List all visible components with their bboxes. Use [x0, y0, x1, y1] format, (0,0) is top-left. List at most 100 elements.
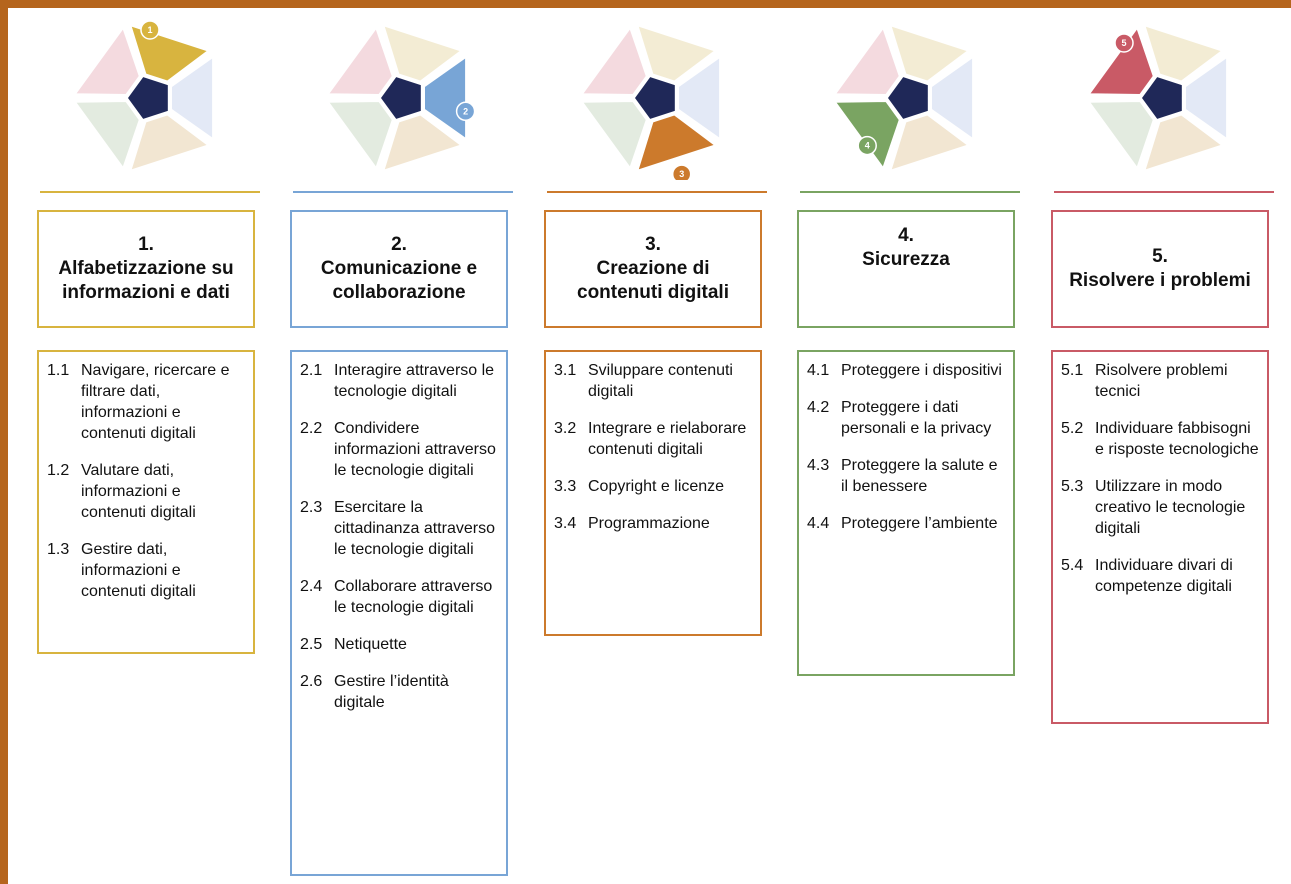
pentagon-segment-2 [677, 55, 722, 141]
pentagon-segment-1 [889, 24, 970, 83]
area-divider [547, 191, 767, 193]
area-title-number: 2. [391, 234, 407, 255]
competence-text: Navigare, ricercare e filtrare dati, inf… [81, 362, 230, 442]
pentagon-center [1142, 77, 1182, 119]
area-title-number: 3. [645, 234, 661, 255]
competence-pentagon-icon: 1 [75, 20, 215, 172]
area-title-text: Comunicazione e collaborazione [320, 258, 478, 303]
area-number-badge [140, 20, 160, 40]
competence-number: 3.3 [554, 478, 577, 495]
competence-number: 4.3 [807, 457, 830, 474]
competence-text: Esercitare la cittadinanza attraverso le… [334, 499, 495, 558]
competence-item: 1.1 Navigare, ricercare e filtrare dati, … [47, 360, 245, 444]
competence-text: Proteggere la salute e il benessere [841, 457, 998, 495]
competence-number: 5.4 [1061, 557, 1084, 574]
competence-item: 1.3 Gestire dati, informazioni e contenut… [47, 539, 245, 602]
competence-number: 3.4 [554, 515, 577, 532]
area-number-badge-label: 1 [147, 25, 152, 35]
competence-number: 2.3 [300, 499, 323, 516]
competence-item: 4.3 Proteggere la salute e il benessere [807, 455, 1005, 497]
pentagon-segment-3 [129, 113, 210, 172]
area-number-badge-label: 3 [679, 169, 684, 179]
area-title-number: 1. [138, 234, 154, 255]
area-title-text: Creazione di contenuti digitali [577, 258, 729, 303]
area-title-number: 5. [1152, 246, 1168, 267]
area-number-badge-label: 4 [865, 141, 870, 151]
pentagon-center [381, 77, 421, 119]
area-title-box: 2. Comunicazione e collaborazione [290, 210, 508, 328]
competence-number: 1.3 [47, 541, 70, 558]
pentagon-segment-4 [582, 100, 648, 170]
competence-number: 5.3 [1061, 478, 1084, 495]
pentagon-center [128, 77, 168, 119]
area-title-number: 4. [898, 225, 914, 246]
area-title-box: 1.Alfabetizzazione su informazioni e dat… [37, 210, 255, 328]
area-divider [800, 191, 1020, 193]
area-number-badge [1114, 33, 1134, 53]
area-number-badge-label: 2 [463, 106, 468, 116]
frame-top-border [0, 0, 1291, 8]
competence-text: Copyright e licenze [588, 478, 725, 495]
competence-list: 1.1 Navigare, ricercare e filtrare dati, … [37, 350, 255, 654]
competence-text: Proteggere i dispositivi [841, 362, 1002, 379]
competence-text: Gestire l’identità digitale [334, 673, 449, 711]
area-divider [40, 191, 260, 193]
competence-pentagon-icon: 2 [328, 24, 476, 172]
area-title-box: 5. Risolvere i problemi [1051, 210, 1269, 328]
pentagon-segment-2 [930, 55, 975, 141]
competence-number: 2.6 [300, 673, 323, 690]
area-title: 4. Sicurezza [862, 224, 950, 272]
competence-item: 2.3 Esercitare la cittadinanza attraverso… [300, 497, 498, 560]
pentagon-segment-3 [889, 113, 970, 172]
competence-text: Netiquette [334, 636, 407, 653]
competence-item: 2.1 Interagire attraverso le tecnologie d… [300, 360, 498, 402]
competence-number: 5.2 [1061, 420, 1084, 437]
competence-pentagon-icon: 3 [582, 24, 722, 180]
pentagon-segment-5 [582, 26, 648, 96]
competence-text: Risolvere problemi tecnici [1095, 362, 1228, 400]
competence-number: 1.1 [47, 362, 70, 379]
pentagon-segment-3 [636, 113, 717, 172]
area-divider [293, 191, 513, 193]
area-title-text: Risolvere i problemi [1069, 270, 1251, 291]
pentagon-segment-3 [1143, 113, 1224, 172]
area-title: 2. Comunicazione e collaborazione [300, 233, 498, 305]
pentagon-segment-2 [423, 55, 468, 141]
competence-number: 3.2 [554, 420, 577, 437]
pentagon-segment-2 [170, 55, 215, 141]
pentagon-segment-4 [328, 100, 394, 170]
competence-number: 3.1 [554, 362, 577, 379]
competence-number: 4.1 [807, 362, 830, 379]
area-title-text: Sicurezza [862, 249, 950, 270]
competence-item: 5.2 Individuare fabbisogni e risposte tec… [1061, 418, 1259, 460]
competence-item: 3.3 Copyright e licenze [554, 476, 752, 497]
pentagon-segment-1 [382, 24, 463, 83]
competence-item: 4.1 Proteggere i dispositivi [807, 360, 1005, 381]
pentagon-segment-4 [835, 100, 901, 170]
competence-text: Individuare divari di competenze digital… [1095, 557, 1233, 595]
area-divider [1054, 191, 1274, 193]
competence-number: 2.1 [300, 362, 323, 379]
competence-text: Individuare fabbisogni e risposte tecnol… [1095, 420, 1259, 458]
competence-list: 2.1 Interagire attraverso le tecnologie d… [290, 350, 508, 876]
competence-text: Integrare e rielaborare contenuti digita… [588, 420, 747, 458]
pentagon-segment-5 [835, 26, 901, 96]
competence-text: Proteggere l’ambiente [841, 515, 998, 532]
competence-number: 2.2 [300, 420, 323, 437]
competence-text: Gestire dati, informazioni e contenuti d… [81, 541, 196, 600]
competence-text: Interagire attraverso le tecnologie digi… [334, 362, 495, 400]
pentagon-segment-4 [75, 100, 141, 170]
pentagon-center [888, 77, 928, 119]
competence-text: Utilizzare in modo creativo le tecnologi… [1095, 478, 1246, 537]
competence-text: Condividere informazioni attraverso le t… [334, 420, 496, 479]
